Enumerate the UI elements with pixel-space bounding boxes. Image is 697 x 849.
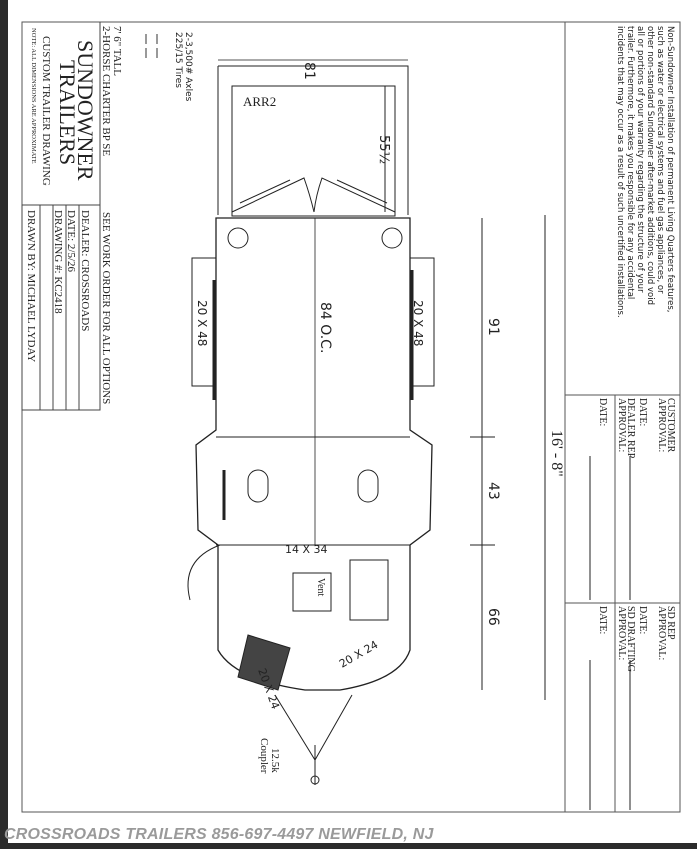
dealer-approval-label: APPROVAL: [616,398,627,452]
window-right-size: 20 X 48 [411,300,425,346]
overall-length-dimension: 16' - 8" [548,430,565,477]
brand-line-2: TRAILERS [55,60,80,165]
disclaimer-line: all or portions of your warranty regardi… [635,26,645,293]
dimensions-note: NOTE: ALL DIMENSIONS ARE APPROXIMATE [30,28,37,164]
center-dimension: 84 O.C. [317,302,333,353]
sd-drafting-approval-label: APPROVAL: [616,606,627,660]
drawn-by-field: DRAWN BY: MICHAEL LYDAY [25,210,37,362]
tires-spec: 225/15 Tires [173,32,183,88]
nose-window-right-size: 20 X 24 [337,638,380,671]
scan-edge [0,0,8,849]
rear-width-dimension: 81 [301,62,317,80]
sd-rep-approval-label: SD REP [665,606,676,640]
specs: 2-3,500# Axles 225/15 Tires [145,32,193,102]
customer-approval-label: CUSTOMER [665,398,676,453]
disclaimer-line: Non-Sundowner Installation of permanent … [665,26,675,312]
vent-box [292,572,332,612]
model-label: 2-HORSE CHARTER BP SE [100,26,112,156]
height-label: 7' 6" TALL [111,26,123,76]
coupler-label: Coupler [258,738,270,774]
ramp-depth-dimension: 55½ [376,135,391,164]
brand-line-1: SUNDOWNER [73,40,98,181]
front-length-dimension: 66 [485,608,501,626]
axles-spec: 2-3,500# Axles [183,32,193,102]
scan-edge-bottom [0,843,697,849]
window-left-size: 20 X 48 [195,300,209,346]
door-window-size: 14 X 34 [285,543,328,556]
dealer-approval-label: DEALER REP [625,398,636,459]
dealer-field: DEALER: CROSSROADS [79,210,91,331]
disclaimer-line: incidents that may occur as a result of … [615,26,625,318]
disclaimer-line: trailer. Furthermore, it makes you respo… [625,26,635,299]
customer-approval-label: APPROVAL: [656,398,667,452]
coupler-rating: 12.5k [269,748,281,773]
ramp-label: ARR2 [243,94,276,109]
dealer-watermark: CROSSROADS TRAILERS 856-697-4497 NEWFIEL… [4,826,434,843]
options-note: SEE WORK ORDER FOR ALL OPTIONS [100,212,112,404]
disclaimer-line: such as water or electrical systems and … [655,26,665,294]
mid-length-dimension: 43 [485,482,501,500]
drawing-number-field: DRAWING #: KC2418 [52,210,64,314]
sd-drafting-date-label: DATE: [597,606,608,634]
drawing-type: CUSTOM TRAILER DRAWING [40,36,52,186]
sheet-border [21,21,681,813]
sd-rep-approval-label: APPROVAL: [656,606,667,660]
disclaimer-line: other non-standard Sundowner after-marke… [645,26,655,305]
floor-plan [187,59,546,785]
dealer-date-label: DATE: [597,398,608,426]
sd-drafting-approval-label: SD DRAFTING [625,606,636,672]
date-field: DATE: 2/5/26 [65,210,77,273]
sd-rep-date-label: DATE: [637,606,648,634]
stall-length-dimension: 91 [485,318,501,336]
title-block: 7' 6" TALL 2-HORSE CHARTER BP SE SEE WOR… [21,22,123,411]
customer-date-label: DATE: [637,398,648,426]
vent-label: Vent [315,578,326,597]
disclaimer-box: Non-Sundowner Installation of permanent … [564,21,681,396]
approvals-box: CUSTOMER APPROVAL: DATE: DEALER REP APPR… [564,394,681,813]
ramp-outline [231,85,396,217]
